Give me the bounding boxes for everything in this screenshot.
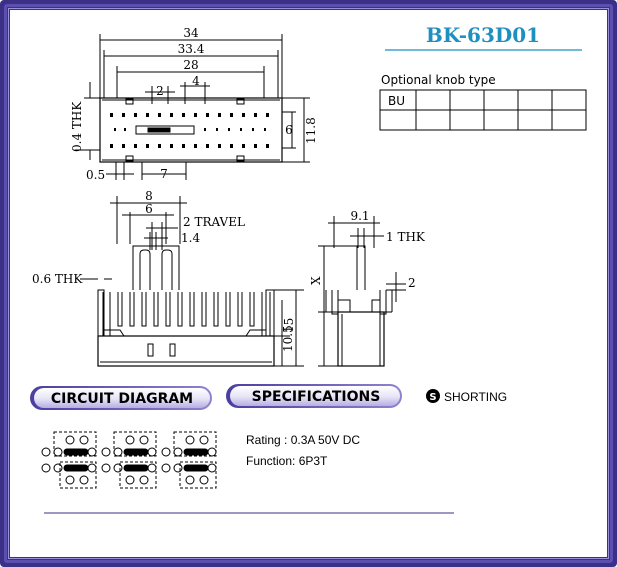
circuit-diagram bbox=[41, 431, 217, 489]
shorting-icon bbox=[426, 389, 440, 403]
specifications-pill: SPECIFICATIONS bbox=[226, 384, 402, 408]
dim-10-5-front: 10.5 bbox=[281, 325, 295, 352]
dim-34: 34 bbox=[183, 26, 199, 40]
dim-0-5: 0.5 bbox=[86, 168, 105, 182]
shorting-label: SHORTING bbox=[444, 390, 507, 404]
spec-function: Function: 6P3T bbox=[246, 454, 328, 468]
dim-7: 7 bbox=[160, 167, 168, 181]
dim-11-8: 11.8 bbox=[304, 117, 318, 144]
dim-6-front: 6 bbox=[145, 202, 153, 216]
circuit-group-2 bbox=[101, 431, 157, 489]
dim-28: 28 bbox=[183, 58, 198, 72]
dim-0-4-thk: 0.4 THK bbox=[70, 101, 84, 152]
dim-0-6-thk: 0.6 THK bbox=[32, 272, 83, 286]
dim-15: 15 bbox=[282, 318, 296, 333]
knob-cell-bu: BU bbox=[388, 94, 405, 108]
dim-2-top: 2 bbox=[156, 84, 164, 98]
dim-9-1: 9.1 bbox=[350, 209, 369, 223]
top-view-pins bbox=[110, 113, 269, 148]
dim-1-thk: 1 THK bbox=[386, 230, 426, 244]
knob-title: Optional knob type bbox=[381, 73, 496, 87]
specifications-label: SPECIFICATIONS bbox=[252, 389, 381, 405]
circuit-diagram-label: CIRCUIT DIAGRAM bbox=[51, 391, 193, 407]
dim-6-top: 6 bbox=[285, 123, 293, 137]
shorting-icon-letter: S bbox=[429, 392, 436, 403]
circuit-diagram-pill: CIRCUIT DIAGRAM bbox=[30, 386, 212, 410]
dim-8: 8 bbox=[145, 189, 153, 203]
circuit-group-3 bbox=[161, 431, 217, 489]
dim-4: 4 bbox=[192, 74, 200, 88]
dim-2-side: 2 bbox=[408, 276, 416, 290]
model-title: BK-63D01 bbox=[426, 23, 540, 47]
circuit-group-1 bbox=[41, 431, 97, 489]
top-view bbox=[75, 34, 310, 180]
dim-2-travel: 2 TRAVEL bbox=[183, 215, 245, 229]
dim-1-4: 1.4 bbox=[181, 231, 200, 245]
side-view bbox=[318, 216, 406, 367]
dim-x: X bbox=[309, 276, 323, 285]
spec-rating: Rating : 0.3A 50V DC bbox=[246, 433, 360, 447]
front-view bbox=[80, 196, 304, 367]
dim-33-4: 33.4 bbox=[178, 42, 205, 56]
knob-table bbox=[379, 89, 587, 131]
shorting-legend: S SHORTING bbox=[426, 389, 507, 404]
